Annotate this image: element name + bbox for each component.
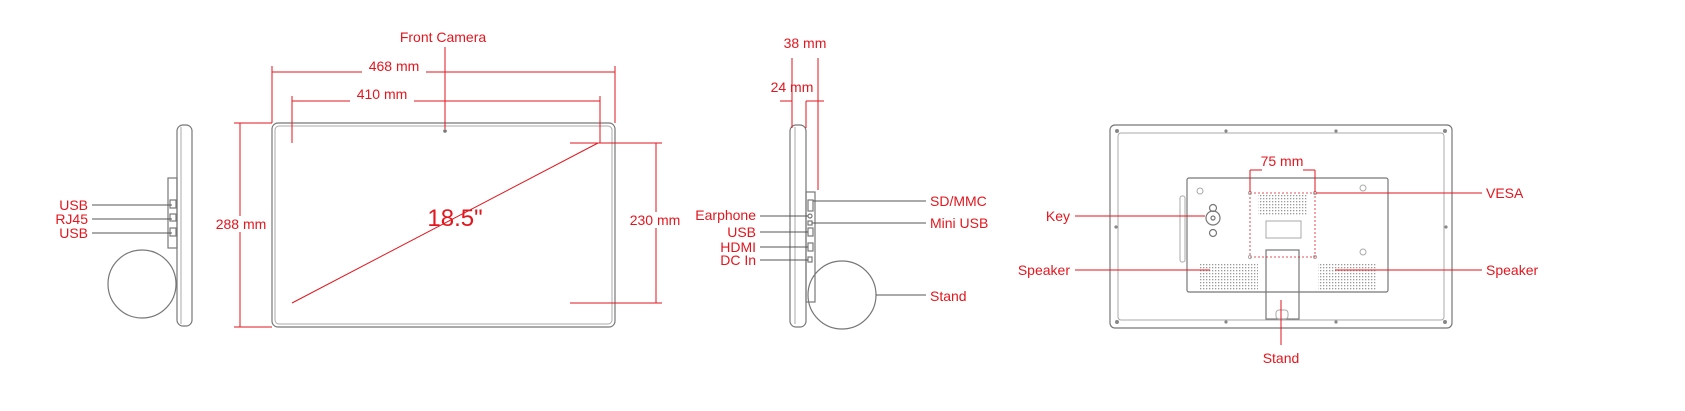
menu-button-icon [1208,228,1218,238]
ring-stand [107,249,177,319]
port-label-usb: USB [59,197,88,213]
vesa-label: VESA [1486,185,1524,201]
depth-total-label: 38 mm [784,35,827,51]
port-label-usb: USB [727,224,756,240]
speaker-right-label: Speaker [1486,262,1538,278]
device-side-body [176,124,193,327]
ring-stand [807,260,877,330]
port-label-earphone: Earphone [695,207,756,223]
front-camera-dot [443,129,447,133]
vesa-pattern [1249,192,1316,258]
keyhole-icon [1359,184,1367,192]
back-view: 75 mm VESA Key Speaker Speaker Stand [1018,124,1538,366]
left-side-view: USB RJ45 USB [55,124,193,327]
vent-grille [1258,194,1308,215]
width-outer-label: 468 mm [369,58,420,74]
stand-label: Stand [930,288,967,304]
width-screen-label: 410 mm [357,86,408,102]
rear-stand [1265,249,1300,320]
diagonal-size-label: 18.5" [427,205,482,232]
keyhole-icon [1196,187,1204,195]
navigation-key-icon [1205,210,1221,226]
port-label-mini-usb: Mini USB [930,215,988,231]
keyhole-icon [1359,248,1367,256]
device-front-bezel [271,122,616,328]
key-label: Key [1046,208,1070,224]
device-side-body [789,124,807,328]
rear-housing [1186,177,1389,293]
port-label-dc-in: DC In [720,252,756,268]
vesa-spacing-label: 75 mm [1261,153,1304,169]
front-view: Front Camera 468 mm 410 mm 18.5" 288 mm … [212,29,685,328]
port-label-hdmi: HDMI [720,239,756,255]
right-side-view: 38 mm 24 mm Earphone USB HDMI DC In SD/M… [695,35,988,330]
depth-body-label: 24 mm [771,79,814,95]
speaker-grille-right [1318,263,1376,290]
port-panel [167,177,178,249]
speaker-left-label: Speaker [1018,262,1070,278]
height-screen-label: 230 mm [630,212,681,228]
front-camera-label: Front Camera [400,29,487,45]
back-stand-label: Stand [1263,350,1300,366]
height-outer-label: 288 mm [216,216,267,232]
port-label-usb: USB [59,225,88,241]
port-label-rj45: RJ45 [55,211,88,227]
speaker-grille-left [1200,263,1258,290]
port-label-sd-mmc: SD/MMC [930,193,987,209]
